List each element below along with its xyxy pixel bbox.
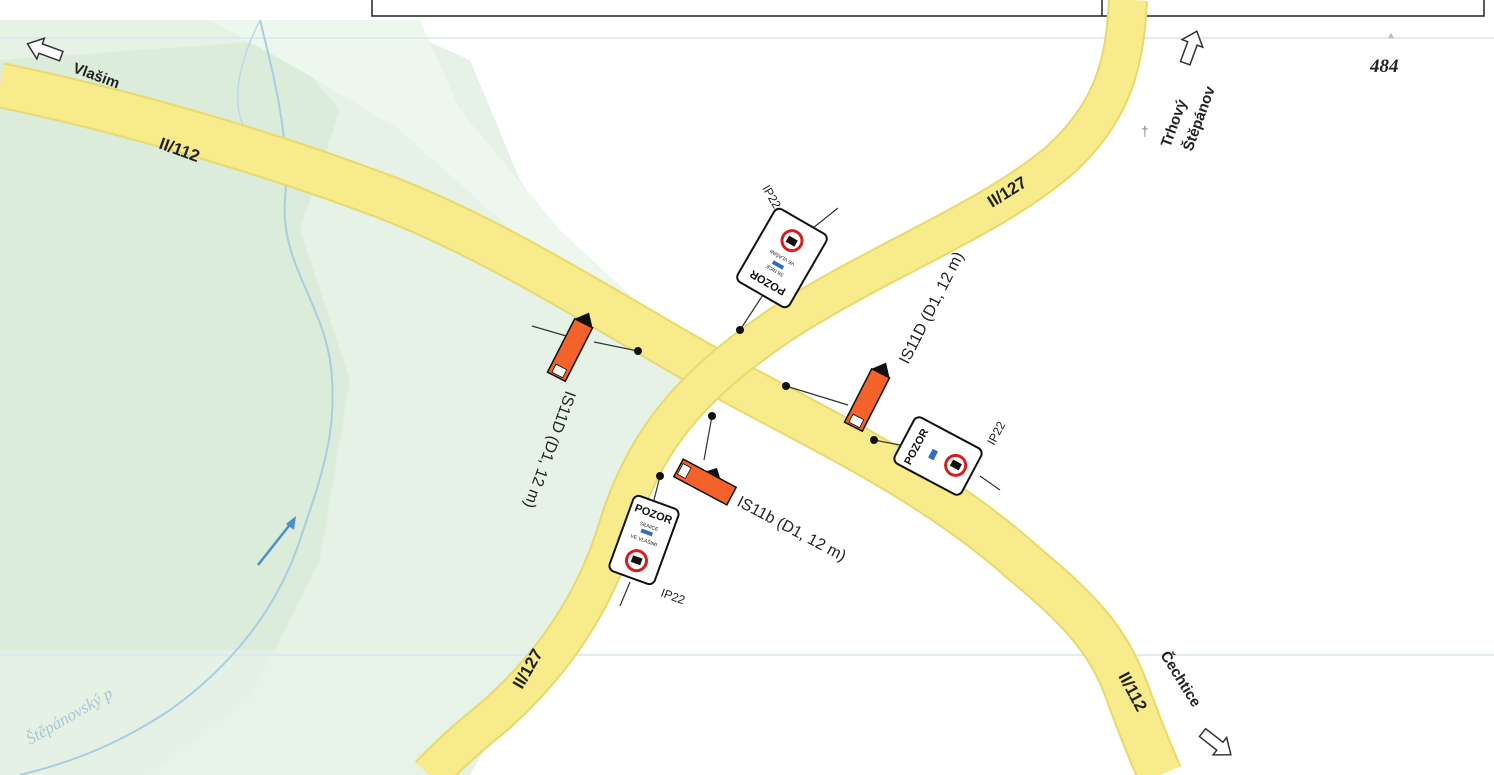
church-cross-icon: † xyxy=(1141,123,1149,139)
sign-ip22-south: POZOR SILNICE VE VLAŠIMI xyxy=(608,472,680,607)
sign-is11d-east xyxy=(782,362,891,433)
arrow-vlasim-icon xyxy=(26,37,64,62)
arrow-trhovy-stepanov-icon xyxy=(1179,30,1204,66)
sign-is11d-west xyxy=(531,312,642,383)
arrow-cechtice-icon xyxy=(1198,727,1232,756)
forest-area-light xyxy=(0,40,350,775)
sign-is11b-south xyxy=(672,412,738,506)
sign-ip22-north: POZOR SILNICE VE VLAŠIMI xyxy=(736,207,839,334)
clearing-area xyxy=(0,650,520,775)
header-box xyxy=(371,0,1485,17)
sign-ip22-east: POZOR xyxy=(870,416,1001,496)
stream-flow-arrow xyxy=(257,516,296,566)
road-ii-127 xyxy=(414,0,1148,775)
elevation-marker-icon xyxy=(1388,33,1394,38)
elevation-value: 484 xyxy=(1369,56,1399,77)
stream-branch xyxy=(237,19,261,131)
road-ii-112 xyxy=(0,62,1182,775)
